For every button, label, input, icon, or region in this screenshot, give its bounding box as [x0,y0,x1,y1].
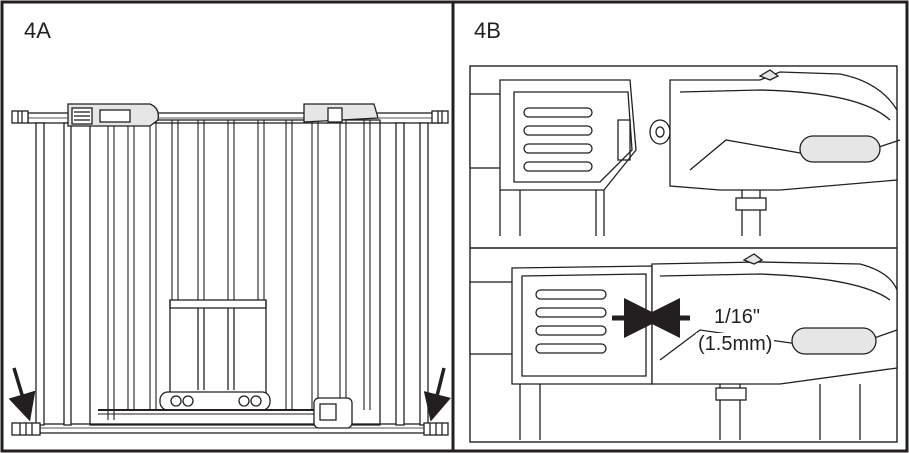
measurement-mm: (1.5mm) [696,333,775,355]
gate-illustration [11,103,449,436]
closeup-open-latch [469,69,901,236]
closeup-closed-latch [469,253,898,440]
measurement-inches: 1/16" [712,306,763,328]
left-spindle-arrow [8,367,36,422]
right-spindle-arrow [423,367,451,422]
closeup-frame [469,65,898,443]
panel-b-label: 4B [474,18,501,43]
panel-a-label: 4A [24,18,51,43]
